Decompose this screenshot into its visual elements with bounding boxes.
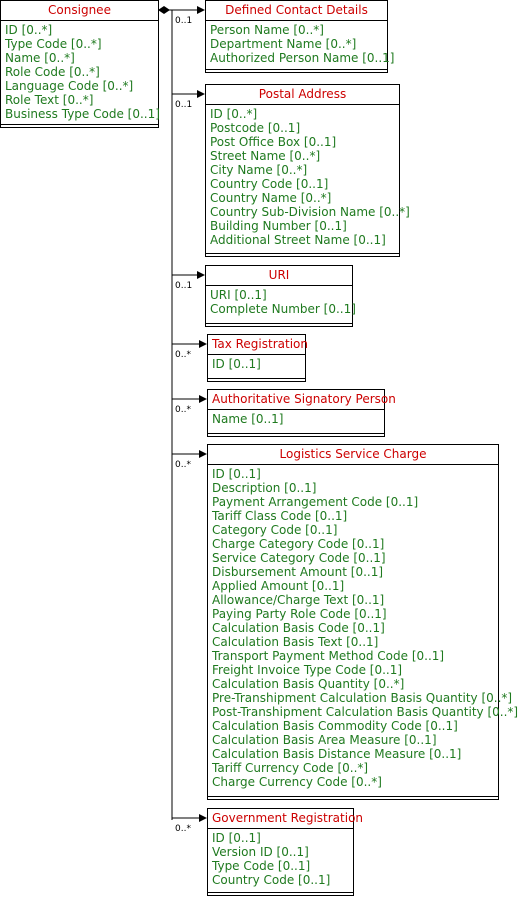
postal-address-attributes: ID [0..*]Postcode [0..1]Post Office Box … — [206, 105, 410, 247]
defined-contact-details-attributes: Person Name [0..*]Department Name [0..*]… — [206, 21, 395, 65]
attribute-row: Applied Amount [0..1] — [212, 579, 345, 593]
arrowhead — [197, 90, 205, 98]
defined-contact-details-class[interactable]: Defined Contact Details Person Name [0..… — [205, 0, 395, 73]
attribute-row: Category Code [0..1] — [212, 523, 338, 537]
attribute-row: Service Category Code [0..1] — [212, 551, 386, 565]
attribute-row: Country Code [0..1] — [212, 873, 331, 887]
connector-branches: 0..1 0..1 0..1 0..* 0..* 0..* 0..* — [172, 6, 207, 834]
logistics-service-charge-attributes: ID [0..1]Description [0..1]Payment Arran… — [208, 465, 518, 789]
attribute-row: Building Number [0..1] — [210, 219, 347, 233]
attribute-row: Role Text [0..*] — [5, 93, 94, 107]
attribute-row: ID [0..1] — [212, 831, 261, 845]
attribute-row: Paying Party Role Code [0..1] — [212, 607, 387, 621]
attribute-row: City Name [0..*] — [210, 163, 308, 177]
attribute-row: Type Code [0..*] — [5, 37, 102, 51]
authoritative-signatory-person-attributes: Name [0..1] — [208, 410, 384, 426]
arrowhead — [199, 450, 207, 458]
attribute-row: Charge Currency Code [0..*] — [212, 775, 382, 789]
attribute-row: Country Name [0..*] — [210, 191, 332, 205]
class-footer-line — [208, 433, 384, 434]
attribute-row: Language Code [0..*] — [5, 79, 134, 93]
arrowhead — [199, 814, 207, 822]
multiplicity-label: 0..1 — [175, 16, 192, 26]
arrowhead — [197, 6, 205, 14]
consignee-title: Consignee — [1, 1, 158, 21]
multiplicity-label: 0..* — [175, 460, 191, 470]
tax-registration-attributes: ID [0..1] — [208, 355, 305, 371]
attribute-row: Pre-Transhipment Calculation Basis Quant… — [212, 691, 513, 705]
logistics-service-charge-title: Logistics Service Charge — [208, 445, 498, 465]
class-footer-line — [206, 253, 399, 254]
attribute-row: Disbursement Amount [0..1] — [212, 565, 384, 579]
attribute-row: ID [0..*] — [210, 107, 258, 121]
government-registration-class[interactable]: Government Registration ID [0..1]Version… — [207, 808, 363, 896]
attribute-row: Charge Category Code [0..1] — [212, 537, 385, 551]
attribute-row: Name [0..1] — [212, 412, 284, 426]
uri-attributes: URI [0..1]Complete Number [0..1] — [206, 286, 356, 316]
attribute-row: Tariff Currency Code [0..*] — [212, 761, 369, 775]
multiplicity-label: 0..* — [175, 405, 191, 415]
class-footer-line — [206, 323, 352, 324]
postal-address-class[interactable]: Postal Address ID [0..*]Postcode [0..1]P… — [205, 84, 410, 257]
attribute-row: Post-Transhipment Calculation Basis Quan… — [212, 705, 518, 719]
connector-layer: 0..1 0..1 0..1 0..* 0..* 0..* 0..* — [158, 6, 207, 834]
uri-class[interactable]: URI URI [0..1]Complete Number [0..1] — [205, 265, 356, 327]
attribute-row: Role Code [0..*] — [5, 65, 100, 79]
authoritative-signatory-person-title: Authoritative Signatory Person — [208, 390, 396, 410]
attribute-row: Allowance/Charge Text [0..1] — [212, 593, 385, 607]
multiplicity-label: 0..1 — [175, 100, 192, 110]
attribute-row: Additional Street Name [0..1] — [210, 233, 386, 247]
attribute-row: ID [0..1] — [212, 467, 261, 481]
attribute-row: Person Name [0..*] — [210, 23, 324, 37]
attribute-row: URI [0..1] — [210, 288, 267, 302]
multiplicity-label: 0..* — [175, 824, 191, 834]
attribute-row: ID [0..*] — [5, 23, 53, 37]
class-footer-line — [1, 124, 158, 125]
government-registration-attributes: ID [0..1]Version ID [0..1]Type Code [0..… — [208, 829, 353, 887]
attribute-row: Complete Number [0..1] — [210, 302, 356, 316]
attribute-row: Version ID [0..1] — [212, 845, 309, 859]
class-footer-line — [206, 69, 387, 70]
attribute-row: Country Sub-Division Name [0..*] — [210, 205, 410, 219]
attribute-row: Post Office Box [0..1] — [210, 135, 337, 149]
tax-registration-class[interactable]: Tax Registration ID [0..1] — [207, 334, 308, 382]
attribute-row: Department Name [0..*] — [210, 37, 357, 51]
consignee-class[interactable]: Consignee ID [0..*]Type Code [0..*]Name … — [0, 0, 160, 128]
uri-title: URI — [206, 266, 352, 286]
class-footer-line — [208, 378, 305, 379]
attribute-row: Calculation Basis Text [0..1] — [212, 635, 379, 649]
attribute-row: Country Code [0..1] — [210, 177, 329, 191]
attribute-row: Type Code [0..1] — [212, 859, 311, 873]
attribute-row: Postcode [0..1] — [210, 121, 301, 135]
multiplicity-label: 0..1 — [175, 281, 192, 291]
government-registration-title: Government Registration — [208, 809, 363, 829]
arrowhead — [199, 340, 207, 348]
attribute-row: Description [0..1] — [212, 481, 317, 495]
attribute-row: Authorized Person Name [0..1] — [210, 51, 395, 65]
attribute-row: Tariff Class Code [0..1] — [212, 509, 348, 523]
attribute-row: Calculation Basis Quantity [0..*] — [212, 677, 405, 691]
tax-registration-title: Tax Registration — [208, 335, 308, 355]
postal-address-title: Postal Address — [206, 85, 399, 105]
class-footer-line — [208, 892, 353, 893]
attribute-row: ID [0..1] — [212, 357, 261, 371]
attribute-row: Transport Payment Method Code [0..1] — [212, 649, 445, 663]
arrowhead — [197, 271, 205, 279]
multiplicity-label: 0..* — [175, 350, 191, 360]
authoritative-signatory-person-class[interactable]: Authoritative Signatory Person Name [0..… — [207, 389, 396, 437]
attribute-row: Calculation Basis Area Measure [0..1] — [212, 733, 437, 747]
defined-contact-details-title: Defined Contact Details — [206, 1, 387, 21]
attribute-row: Calculation Basis Distance Measure [0..1… — [212, 747, 462, 761]
attribute-row: Name [0..*] — [5, 51, 75, 65]
attribute-row: Calculation Basis Commodity Code [0..1] — [212, 719, 458, 733]
attribute-row: Calculation Basis Code [0..1] — [212, 621, 385, 635]
consignee-attributes: ID [0..*]Type Code [0..*]Name [0..*]Role… — [1, 21, 160, 121]
attribute-row: Business Type Code [0..1] — [5, 107, 160, 121]
attribute-row: Freight Invoice Type Code [0..1] — [212, 663, 403, 677]
logistics-service-charge-class[interactable]: Logistics Service Charge ID [0..1]Descri… — [207, 444, 518, 800]
attribute-row: Street Name [0..*] — [210, 149, 321, 163]
arrowhead — [199, 395, 207, 403]
class-footer-line — [208, 796, 498, 797]
attribute-row: Payment Arrangement Code [0..1] — [212, 495, 419, 509]
